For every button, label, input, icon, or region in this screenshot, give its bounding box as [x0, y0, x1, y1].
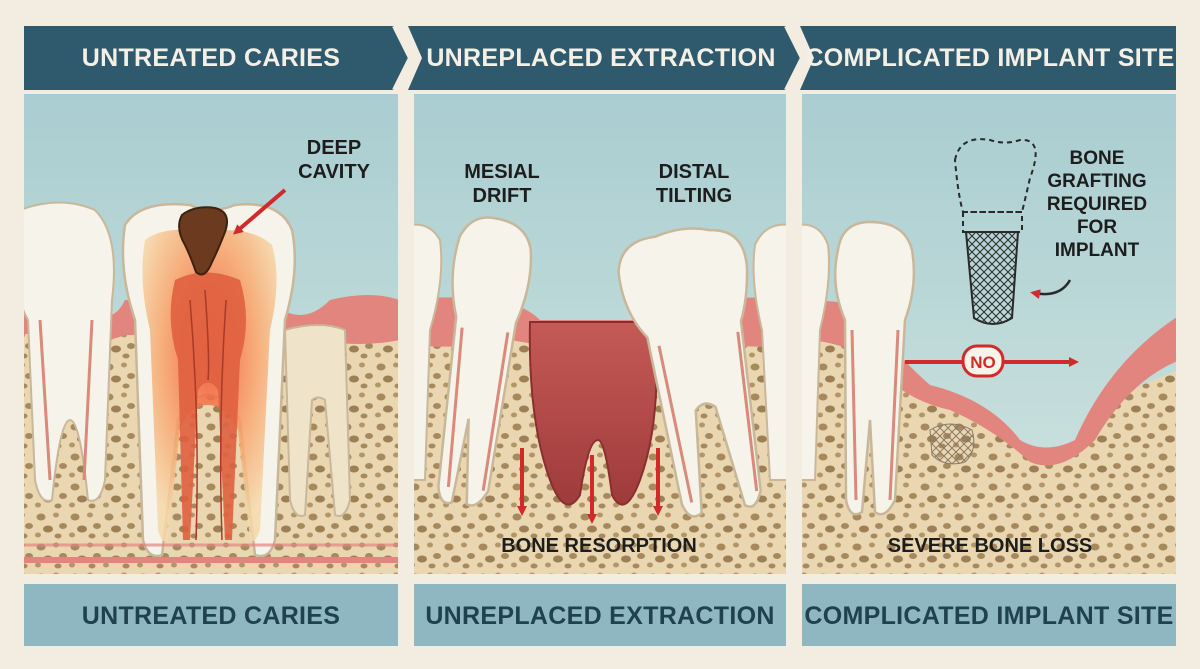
graft-label-line5: IMPLANT [1055, 240, 1140, 261]
footer-stage3-bg [802, 584, 1176, 646]
panel2-left-edge-tooth [414, 223, 443, 481]
header-stage2-title: UNREPLACED EXTRACTION [426, 44, 775, 72]
footer-stage3-title: COMPLICATED IMPLANT SITE [804, 602, 1173, 630]
distal-tilting-label-line1: DISTAL [659, 161, 730, 183]
header-stage1-bg [24, 26, 410, 90]
graft-label-line4: FOR [1077, 217, 1117, 238]
cavity-lesion [178, 206, 228, 276]
panel3-remaining-tooth [833, 220, 916, 516]
header-stage3-title: COMPLICATED IMPLANT SITE [805, 44, 1174, 72]
pulp-chamber [170, 272, 246, 540]
no-badge: NO [961, 344, 1005, 378]
mesial-drift-label-line2: DRIFT [473, 185, 532, 207]
header-stage1-title: UNTREATED CARIES [82, 44, 341, 72]
distal-tilting-tooth [617, 227, 762, 518]
distal-tilting-label-line2: TILTING [656, 185, 732, 207]
extraction-socket [528, 321, 658, 506]
footer-stage2-bg [414, 584, 786, 646]
implant-outline-icon [953, 138, 1037, 325]
graft-label-line2: GRAFTING [1047, 171, 1146, 192]
deep-cavity-label-line2: CAVITY [298, 161, 371, 183]
severe-bone-loss-label: SEVERE BONE LOSS [888, 535, 1093, 557]
panel3-left-edge-tooth [802, 223, 830, 481]
panel3-gum [802, 300, 1176, 466]
panel1-decayed-tooth [121, 203, 296, 558]
panel1-right-tooth [283, 324, 352, 517]
deep-cavity-label-line1: DEEP [307, 137, 361, 159]
header-stage3-bg [800, 26, 1176, 90]
panel-untreated-caries: DEEP CAVITY [24, 94, 398, 574]
footer-bar: UNTREATED CARIES UNREPLACED EXTRACTION C… [24, 584, 1176, 646]
panel1-left-tooth [24, 201, 115, 502]
footer-stage1-title: UNTREATED CARIES [82, 602, 341, 630]
panel-complicated-implant-site: NO BONE GRAFTING REQUIRED FOR IMPLANT SE… [802, 94, 1176, 574]
cavity-pointer-arrow [232, 188, 287, 235]
bone-resorption-label: BONE RESORPTION [501, 535, 697, 557]
footer-stage2-title: UNREPLACED EXTRACTION [425, 602, 774, 630]
footer-stage1-bg [24, 584, 398, 646]
graft-label-line3: REQUIRED [1047, 194, 1147, 215]
no-badge-text: NO [970, 353, 996, 372]
mesial-drift-tooth [437, 216, 533, 507]
graft-pointer-arrow [1030, 279, 1072, 300]
panel-unreplaced-extraction: MESIAL DRIFT DISTAL TILTING BONE RESORPT… [414, 94, 786, 574]
bone-graft-area [929, 423, 975, 465]
panel2-right-edge-tooth [752, 223, 786, 481]
header-bar: UNTREATED CARIES UNREPLACED EXTRACTION C… [24, 25, 1176, 91]
graft-label-line1: BONE [1070, 148, 1125, 169]
header-stage2-bg [408, 26, 802, 90]
mesial-drift-label-line1: MESIAL [464, 161, 540, 183]
bone-resorption-arrows [517, 448, 663, 524]
